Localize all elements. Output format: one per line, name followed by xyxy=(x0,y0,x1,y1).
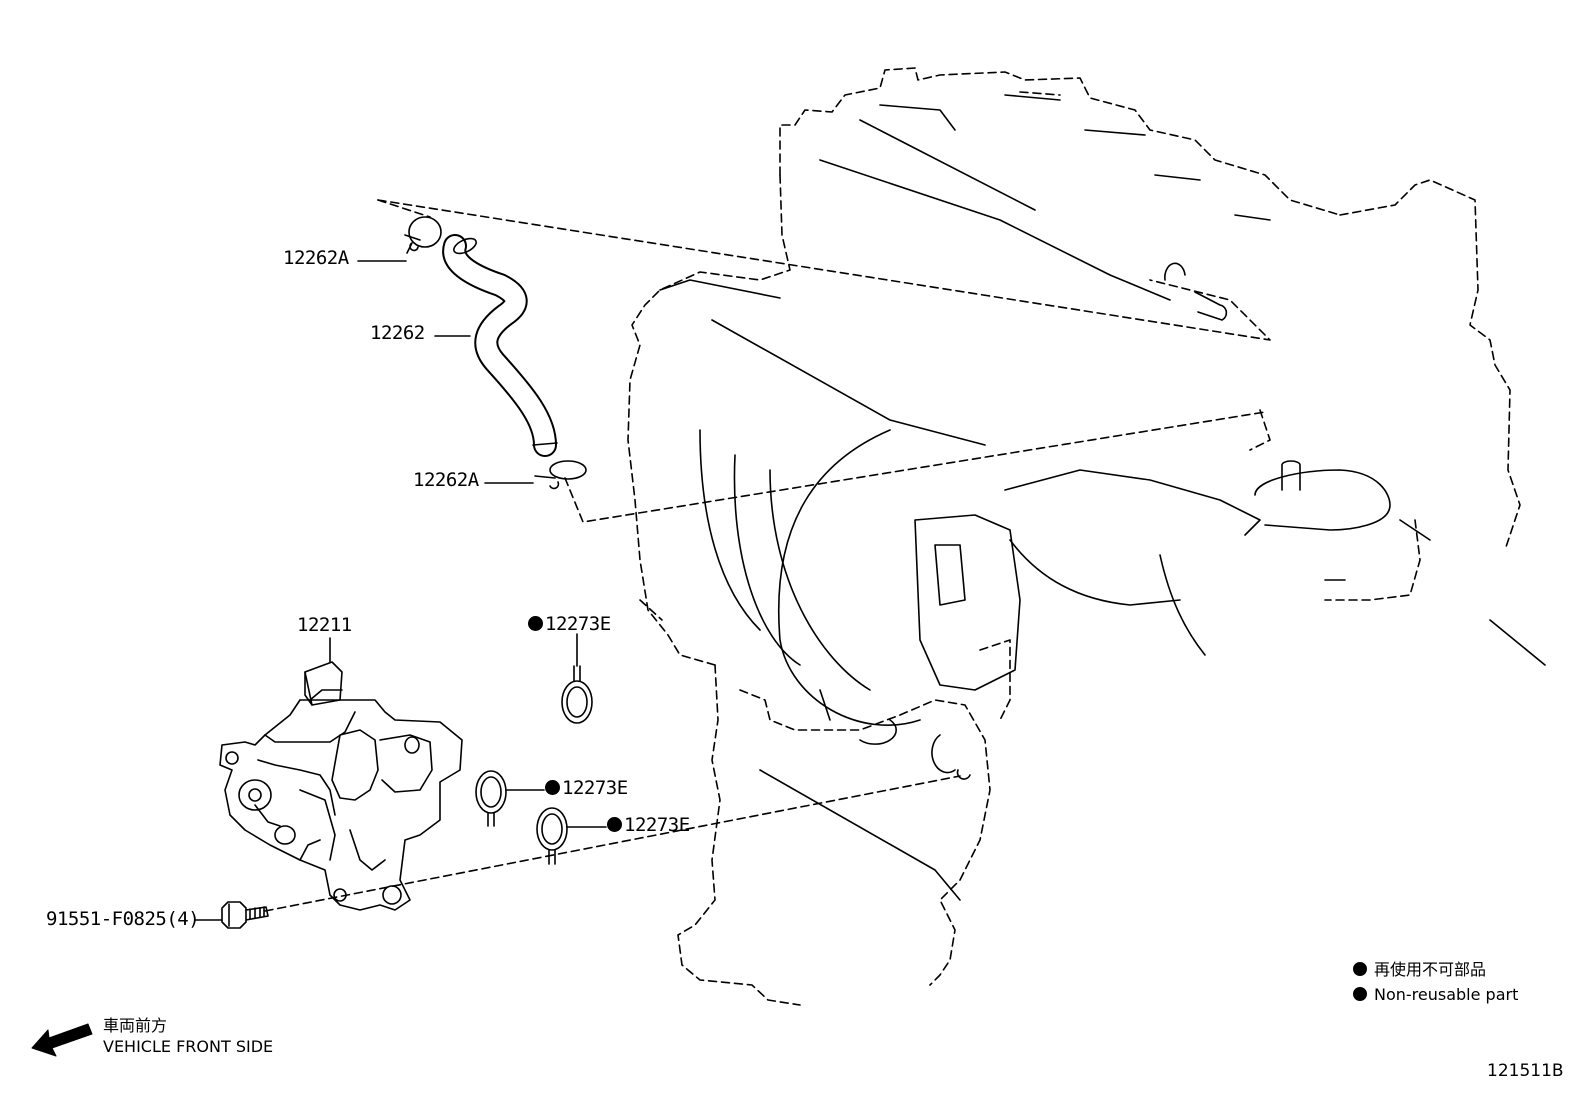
gasket-top xyxy=(561,665,593,724)
front-arrow-icon xyxy=(31,1023,93,1057)
diagram-code: 121511B xyxy=(1487,1061,1564,1081)
valve-assembly xyxy=(219,661,463,911)
callout-gasket-bottom: 12273E xyxy=(607,816,690,835)
callout-hose: 12262 xyxy=(370,322,425,344)
gasket-bottom xyxy=(536,807,568,865)
vehicle-front-en: VEHICLE FRONT SIDE xyxy=(103,1037,274,1056)
callout-hose-clamp-upper: 12262A xyxy=(283,247,349,269)
gasket-middle xyxy=(475,770,507,827)
hose xyxy=(442,234,558,457)
non-reusable-dot-icon xyxy=(607,817,622,832)
non-reusable-dot-icon xyxy=(1353,962,1367,976)
leader-lines xyxy=(194,260,607,921)
hose-clamp-upper xyxy=(404,216,442,254)
non-reusable-dot-icon xyxy=(528,616,543,631)
non-reusable-dot-icon xyxy=(545,780,560,795)
callout-valve-assembly: 12211 xyxy=(297,614,352,636)
callout-gasket-middle: 12273E xyxy=(545,779,628,798)
callout-gasket-top: 12273E xyxy=(528,615,611,634)
legend-row-en: Non-reusable part xyxy=(1353,987,1518,1003)
engine-detail-lines xyxy=(659,94,1546,901)
engine-phantom-outline xyxy=(264,67,1521,1006)
legend-row-jp: 再使用不可部品 xyxy=(1353,962,1486,978)
hose-clamp-lower xyxy=(534,460,587,490)
callout-bolt: 91551-F0825(4) xyxy=(46,908,200,930)
vehicle-front-jp: 車両前方 xyxy=(103,1016,168,1035)
callout-hose-clamp-lower: 12262A xyxy=(413,469,479,491)
non-reusable-dot-icon xyxy=(1353,987,1367,1001)
bolt xyxy=(221,901,269,929)
